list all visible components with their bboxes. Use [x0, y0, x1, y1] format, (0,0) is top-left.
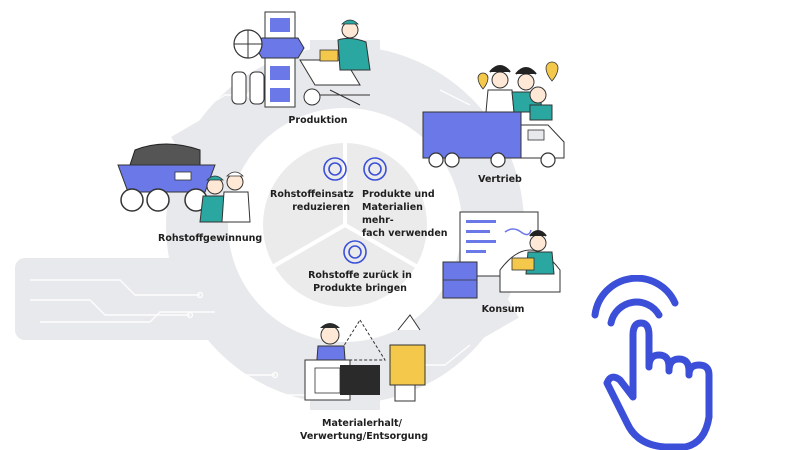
stage-label-vertrieb: Vertrieb: [478, 174, 522, 185]
strategy-reduce: Rohstoffeinsatz reduzieren: [270, 189, 354, 213]
recycle-icon: [323, 157, 387, 264]
stage-label-materialerhalt-line1: Materialerhalt/: [321, 418, 403, 429]
pointing-hand-icon[interactable]: [575, 275, 725, 450]
stage-label-materialerhalt: Materialerhalt/ Verwertung/Entsorgung: [300, 417, 428, 443]
stage-label-produktion: Produktion: [288, 115, 348, 126]
stage-label-konsum: Konsum: [481, 304, 525, 315]
stage-label-rohstoffgewinnung: Rohstoffgewinnung: [158, 233, 263, 244]
recovery-illustration: [304, 314, 426, 402]
distribution-illustration: [422, 61, 565, 168]
tap-wave-inner: [607, 298, 663, 327]
strategy-reuse: Produkte und Materialien mehr- fach verw…: [362, 189, 448, 239]
extraction-illustration: [117, 143, 251, 223]
production-illustration: [231, 11, 371, 108]
stage-label-materialerhalt-line2: Verwertung/Entsorgung: [300, 431, 428, 442]
strategy-return: Rohstoffe zurück in Produkte bringen: [308, 270, 412, 294]
tap-wave-outer: [591, 275, 679, 319]
inner-disc-dividers: [272, 143, 418, 268]
hand-outline: [603, 319, 713, 450]
consumption-illustration: [442, 211, 561, 299]
